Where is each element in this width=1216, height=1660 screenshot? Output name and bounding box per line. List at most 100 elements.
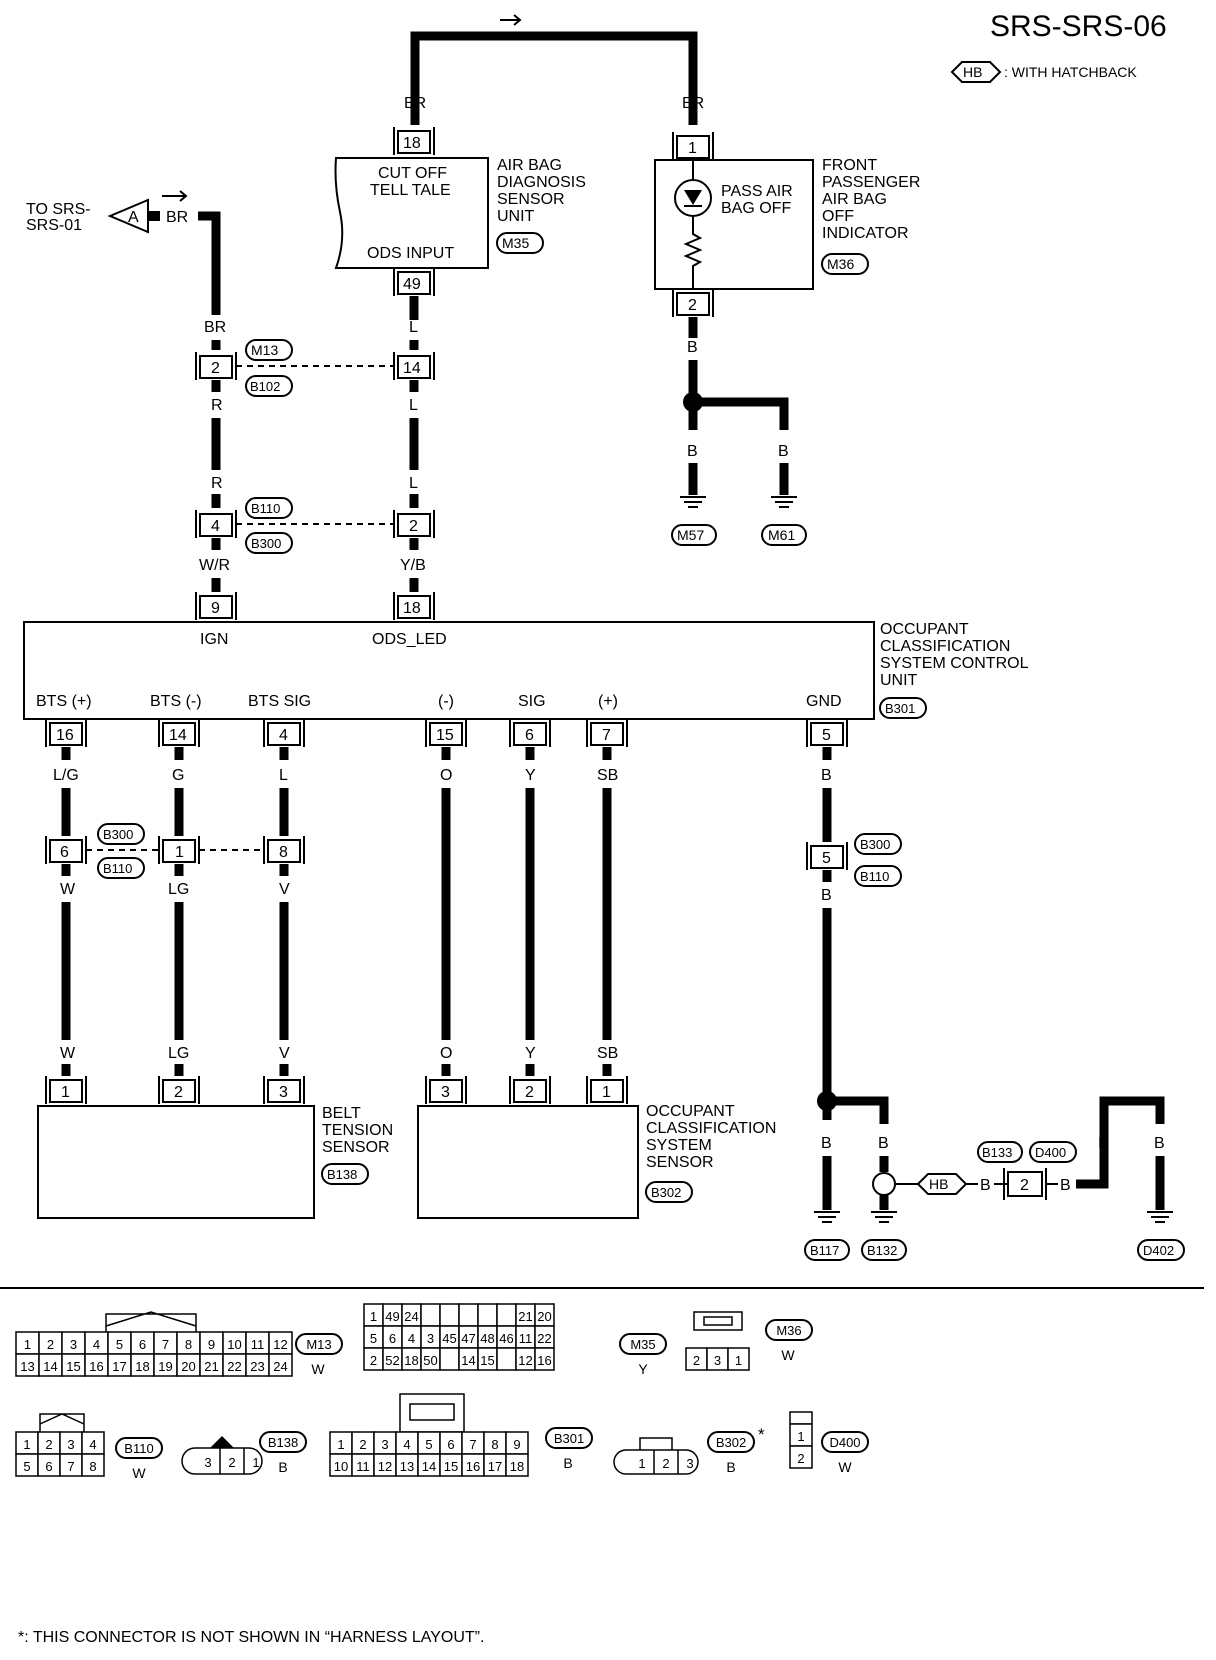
b302-pin: 3: [686, 1456, 693, 1471]
ground-symbol: [814, 1211, 1173, 1223]
svg-text:B: B: [687, 443, 698, 460]
connector-id: M35: [630, 1337, 655, 1352]
svg-text:B138: B138: [327, 1167, 357, 1182]
m13-pin: 5: [116, 1337, 123, 1352]
svg-text:D400: D400: [1035, 1145, 1066, 1160]
svg-text:L: L: [409, 397, 418, 414]
svg-text:4: 4: [279, 727, 288, 744]
svg-text:B: B: [821, 1135, 832, 1152]
b110-pin: 5: [23, 1459, 30, 1474]
svg-text:O: O: [440, 1045, 452, 1062]
svg-text:IGN: IGN: [200, 631, 228, 648]
connector-color: W: [838, 1459, 852, 1475]
svg-text:2: 2: [688, 297, 697, 314]
m35-pin: 52: [385, 1353, 399, 1368]
svg-text:49: 49: [403, 276, 421, 293]
m35-pin: 22: [537, 1331, 551, 1346]
b302-pin: 1: [638, 1456, 645, 1471]
b301-pin: 8: [491, 1437, 498, 1452]
m13-pin: 6: [139, 1337, 146, 1352]
svg-text:7: 7: [602, 727, 611, 744]
svg-text:BTS (+): BTS (+): [36, 693, 92, 710]
wire-label-br: BR: [682, 95, 704, 112]
svg-text:1: 1: [602, 1084, 611, 1101]
m13-pin: 4: [93, 1337, 100, 1352]
svg-text:1: 1: [61, 1084, 70, 1101]
b301-pin: 11: [356, 1459, 370, 1474]
connector-color: W: [132, 1465, 146, 1481]
ground-d402: D402: [1143, 1243, 1174, 1258]
svg-text:B110: B110: [103, 861, 132, 876]
ocs-bottom-pins: 16 14 4 15 6 7 5: [45, 719, 848, 747]
m13-pin: 18: [135, 1359, 149, 1374]
b301-pin: 15: [444, 1459, 458, 1474]
m13-pin: 24: [273, 1359, 287, 1374]
svg-text:SB: SB: [597, 767, 618, 784]
footnote: *: THIS CONNECTOR IS NOT SHOWN IN “HARNE…: [18, 1629, 484, 1646]
b138-pin: 1: [252, 1455, 259, 1470]
svg-text:B: B: [980, 1177, 991, 1194]
svg-text:ODS INPUT: ODS INPUT: [367, 245, 454, 262]
connector-id: D400: [829, 1435, 860, 1450]
ground-m61: M61: [768, 527, 795, 543]
b301-pin: 1: [337, 1437, 344, 1452]
b302-pin: 2: [662, 1456, 669, 1471]
b301-pin: 13: [400, 1459, 414, 1474]
m13-pin: 1: [24, 1337, 31, 1352]
m13-pin: 12: [273, 1337, 287, 1352]
svg-text:M35: M35: [502, 235, 529, 251]
legend-hb: HB : WITH HATCHBACK: [950, 61, 1137, 83]
svg-text:2: 2: [211, 360, 220, 377]
m13-pin: 9: [208, 1337, 215, 1352]
m35-pin: 46: [499, 1331, 513, 1346]
svg-text:B300: B300: [860, 837, 890, 852]
svg-text:M36: M36: [827, 256, 854, 272]
m13-pin: 20: [181, 1359, 195, 1374]
m35-pin: 15: [480, 1353, 494, 1368]
svg-text:R: R: [211, 397, 223, 414]
svg-text:BR: BR: [204, 319, 226, 336]
svg-text:16: 16: [56, 727, 74, 744]
m13-pin: 13: [20, 1359, 34, 1374]
b110-pin: 4: [89, 1437, 96, 1452]
svg-text:W: W: [60, 881, 76, 898]
svg-text:5: 5: [822, 727, 831, 744]
m35-pin: 3: [427, 1331, 434, 1346]
svg-text:L: L: [279, 767, 288, 784]
b110-pin: 7: [67, 1459, 74, 1474]
m13-pin: 22: [227, 1359, 241, 1374]
svg-text:G: G: [172, 767, 184, 784]
svg-text:5: 5: [822, 850, 831, 867]
connector-id: B110: [124, 1441, 153, 1456]
m35-pin: 14: [461, 1353, 475, 1368]
svg-text:(-): (-): [438, 693, 454, 710]
connector-id: B138: [268, 1435, 298, 1450]
m13-pin: 10: [227, 1337, 241, 1352]
m13-pin: 7: [162, 1337, 169, 1352]
connector-color: W: [781, 1347, 795, 1363]
connector-id: M36: [776, 1323, 801, 1338]
m13-pin: 23: [250, 1359, 264, 1374]
m35-pin: 49: [385, 1309, 399, 1324]
b138-pin: 2: [228, 1455, 235, 1470]
svg-text:6: 6: [525, 727, 534, 744]
b301-pin: 16: [466, 1459, 480, 1474]
svg-text:B: B: [878, 1135, 889, 1152]
connector-id: B302: [716, 1435, 746, 1450]
svg-text:9: 9: [211, 600, 220, 617]
b301-pin: 12: [378, 1459, 392, 1474]
ground-b132: B132: [867, 1243, 897, 1258]
svg-text:M13: M13: [251, 342, 278, 358]
svg-text:SB: SB: [597, 1045, 618, 1062]
svg-text:LG: LG: [168, 881, 189, 898]
svg-text:Y: Y: [525, 1045, 536, 1062]
svg-text:W: W: [60, 1045, 76, 1062]
svg-text:8: 8: [279, 844, 288, 861]
m13-pin: 14: [43, 1359, 57, 1374]
svg-text:R: R: [211, 475, 223, 492]
